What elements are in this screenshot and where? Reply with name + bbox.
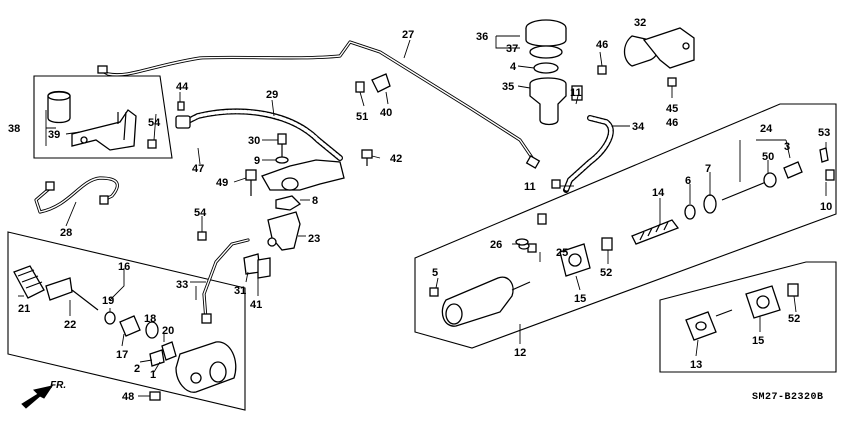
callout-17: 17 [116,349,128,361]
callout-1: 1 [150,369,156,381]
callout-25: 25 [556,247,568,259]
panel-master-cylinder-kit-group [659,261,837,373]
callout-38: 38 [8,123,20,135]
master-cylinder-body [429,242,537,327]
callout-labels: 1 2 3 4 5 6 7 8 9 10 11 11 12 13 14 15 1… [8,17,832,403]
callout-27: 27 [402,29,414,41]
pipe-bracket-assembly [47,90,137,151]
callout-11-lower: 11 [524,181,536,193]
clutch-reservoir [525,19,583,126]
leader-lines [18,35,827,397]
slave-cylinder-parts [13,265,237,401]
callout-46-lower: 46 [666,117,678,129]
clutch-hose-29 [175,108,343,161]
callout-54-lower: 54 [194,207,207,219]
callout-24: 24 [760,123,773,135]
callout-6: 6 [685,175,691,187]
pipe-bracket-23 [267,211,301,251]
callout-21: 21 [18,303,30,315]
callout-52-lower: 52 [788,313,800,325]
reservoir-hose-34 [563,115,614,193]
callout-3: 3 [784,141,790,153]
master-cylinder-pushrod-parts [631,147,835,245]
callout-15-lower: 15 [752,335,764,347]
callout-39: 39 [48,129,60,141]
callout-30: 30 [248,135,260,147]
callout-49: 49 [216,177,228,189]
pipe-clamp-31-41 [243,253,271,279]
callout-9: 9 [254,155,260,167]
callout-5: 5 [432,267,438,279]
callout-7: 7 [705,163,711,175]
callout-35: 35 [502,81,514,93]
callout-12: 12 [514,347,526,359]
callout-23: 23 [308,233,320,245]
master-cylinder-seal-13 [685,309,733,341]
callout-16: 16 [118,261,130,273]
panel-master-cylinder-group [414,103,837,349]
callout-42: 42 [390,153,402,165]
clutch-damper-junction [245,133,373,211]
callout-11-upper: 11 [570,87,582,99]
clutch-pipe-33 [201,238,250,324]
callout-53: 53 [818,127,830,139]
callout-22: 22 [64,319,76,331]
callout-46-upper: 46 [596,39,608,51]
callout-13: 13 [690,359,702,371]
callout-14: 14 [652,187,665,199]
callout-29: 29 [266,89,278,101]
clutch-pipe-28 [34,176,119,214]
callout-51: 51 [356,111,368,123]
front-direction-label: FR. [50,380,66,391]
master-cylinder-gasket-lower [745,283,799,319]
callout-34: 34 [632,121,645,133]
callout-32: 32 [634,17,646,29]
callout-36: 36 [476,31,488,43]
callout-8: 8 [312,195,318,207]
callout-54-upper: 54 [148,117,161,129]
callout-31: 31 [234,285,246,297]
callout-20: 20 [162,325,174,337]
callout-37: 37 [506,43,518,55]
callout-19: 19 [102,295,114,307]
callout-44: 44 [176,81,189,93]
front-direction-arrow [21,385,54,409]
callout-2: 2 [134,363,140,375]
callout-28: 28 [60,227,72,239]
callout-18: 18 [144,313,156,325]
callout-10: 10 [820,201,832,213]
panel-slave-cylinder-group [7,231,246,411]
callout-52-upper: 52 [600,267,612,279]
callout-45: 45 [666,103,678,115]
diagram-code: SM27-B2320B [752,392,824,403]
small-bolts [147,65,677,246]
clutch-pipe-27 [97,40,541,169]
callout-48: 48 [122,391,134,403]
callout-26: 26 [490,239,502,251]
reservoir-bracket-32 [623,27,695,69]
callout-4: 4 [510,61,517,73]
callout-47: 47 [192,163,204,175]
callout-50: 50 [762,151,774,163]
callout-33: 33 [176,279,188,291]
callout-40: 40 [380,107,392,119]
master-cylinder-gasket-upper [559,237,613,277]
callout-41: 41 [250,299,262,311]
callout-15-upper: 15 [574,293,586,305]
